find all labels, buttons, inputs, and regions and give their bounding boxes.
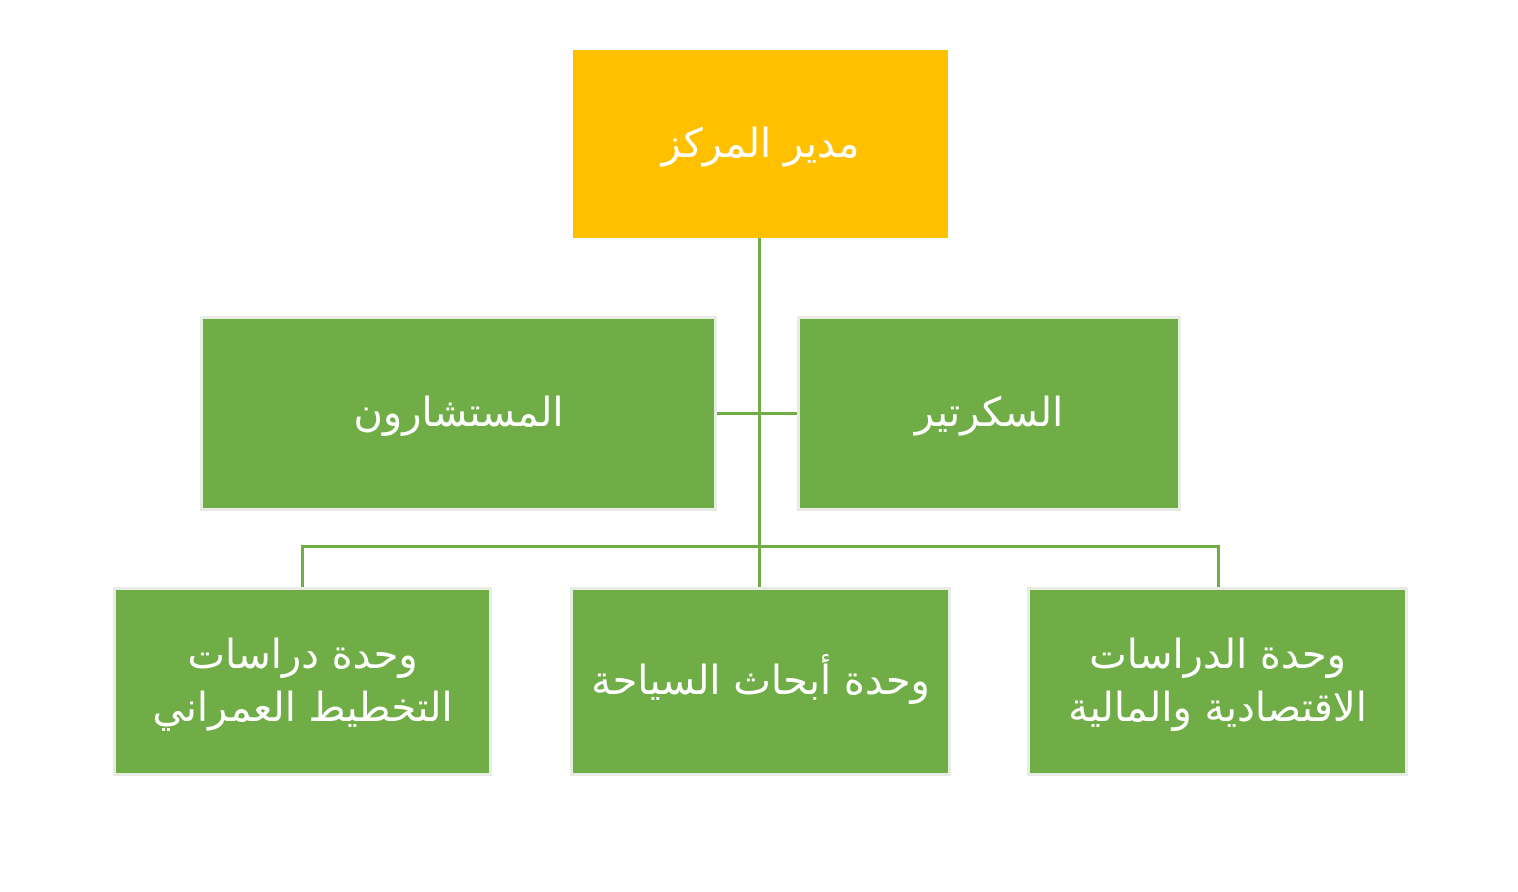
node-secretary: السكرتير: [797, 316, 1181, 511]
node-economic-financial-studies-unit-label: وحدة الدراسات الاقتصادية والمالية: [1068, 631, 1367, 731]
connector-root-to-branch: [758, 238, 761, 548]
connector-assistants: [717, 412, 797, 415]
node-center-director-label: مدير المركز: [661, 120, 860, 167]
node-secretary-label: السكرتير: [914, 390, 1064, 437]
node-consultants-label: المستشارون: [353, 390, 564, 437]
node-consultants: المستشارون: [200, 316, 717, 511]
connector-drop-economic-unit: [1217, 545, 1220, 589]
node-tourism-research-unit-label: وحدة أبحاث السياحة: [591, 658, 930, 705]
connector-drop-urban-unit: [301, 545, 304, 589]
node-urban-planning-studies-unit-label: وحدة دراسات التخطيط العمراني: [152, 631, 453, 731]
node-tourism-research-unit: وحدة أبحاث السياحة: [570, 587, 951, 776]
node-economic-financial-studies-unit: وحدة الدراسات الاقتصادية والمالية: [1027, 587, 1408, 776]
connector-drop-tourism-unit: [758, 545, 761, 589]
node-urban-planning-studies-unit: وحدة دراسات التخطيط العمراني: [113, 587, 492, 776]
node-center-director: مدير المركز: [573, 50, 948, 238]
